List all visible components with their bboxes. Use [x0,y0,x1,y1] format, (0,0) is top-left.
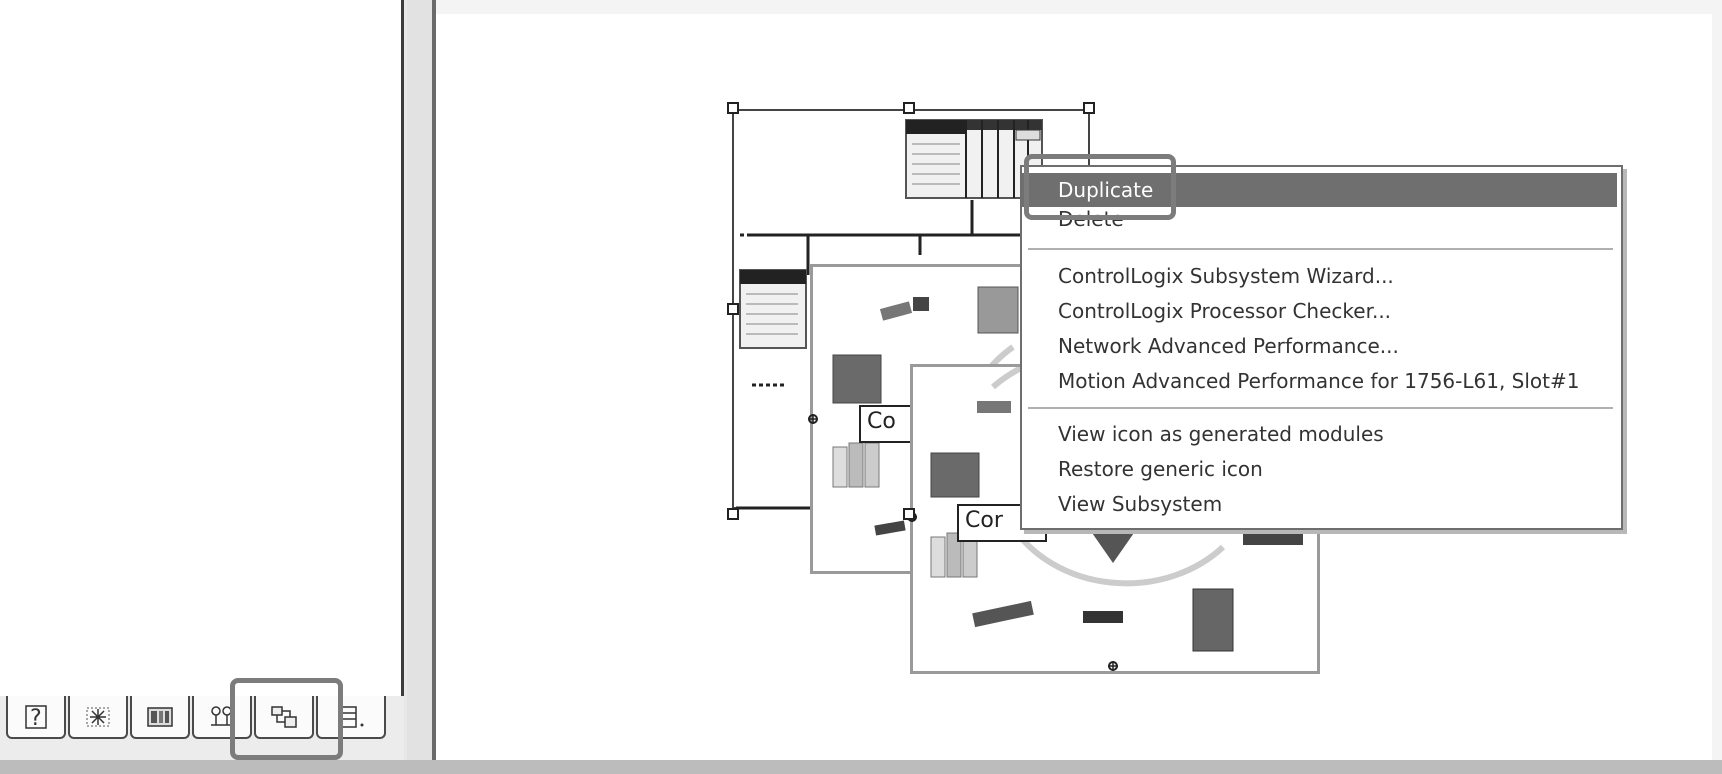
sparkle-tab[interactable] [68,696,128,739]
left-tab-strip: ? [0,696,404,760]
splitter-line [432,0,436,760]
menu-item-duplicate[interactable]: Duplicate [1022,173,1617,207]
sparkle-icon [86,707,110,726]
left-pane-content [0,0,404,696]
selection-handle[interactable] [903,102,915,114]
secondary-rack-icon[interactable] [738,268,808,350]
selection-handle[interactable] [727,102,739,114]
network-icon [211,705,233,726]
system-tab[interactable] [254,696,314,739]
pane-splitter[interactable] [407,0,435,760]
question-icon: ? [25,704,47,731]
menu-separator [1028,248,1613,250]
subsystem-card-1-label: Co [859,405,919,443]
network-tab[interactable] [192,696,252,739]
left-panel: ? [0,0,407,760]
menu-separator [1028,407,1613,409]
menu-item-view-subsystem[interactable]: View Subsystem [1058,492,1223,516]
selection-handle[interactable] [1083,102,1095,114]
menu-item-processor-checker[interactable]: ControlLogix Processor Checker... [1058,299,1392,323]
menu-item-restore-generic-icon[interactable]: Restore generic icon [1058,457,1263,481]
chassis-tab[interactable] [316,696,386,739]
module-tab[interactable] [130,696,190,739]
bottom-frame [0,760,1722,774]
selection-handle[interactable] [903,508,915,520]
highlight-ring-tab [230,678,343,760]
menu-item-network-performance[interactable]: Network Advanced Performance... [1058,334,1399,358]
selection-handle[interactable] [727,508,739,520]
menu-item-subsystem-wizard[interactable]: ControlLogix Subsystem Wizard... [1058,264,1394,288]
controller-rack-icon[interactable] [904,118,1044,200]
module-icon [147,706,173,727]
system-icon [271,705,297,728]
menu-item-motion-performance[interactable]: Motion Advanced Performance for 1756-L61… [1058,369,1580,393]
menu-item-view-icon-generated[interactable]: View icon as generated modules [1058,422,1384,446]
anchor-dot-1 [808,414,818,424]
help-tab[interactable]: ? [6,696,66,739]
selection-handle[interactable] [727,303,739,315]
anchor-dot-3 [1108,661,1118,671]
highlight-ring-duplicate [1024,154,1176,220]
svg-text:?: ? [30,706,42,731]
context-menu: Duplicate Delete ControlLogix Subsystem … [1020,165,1623,530]
